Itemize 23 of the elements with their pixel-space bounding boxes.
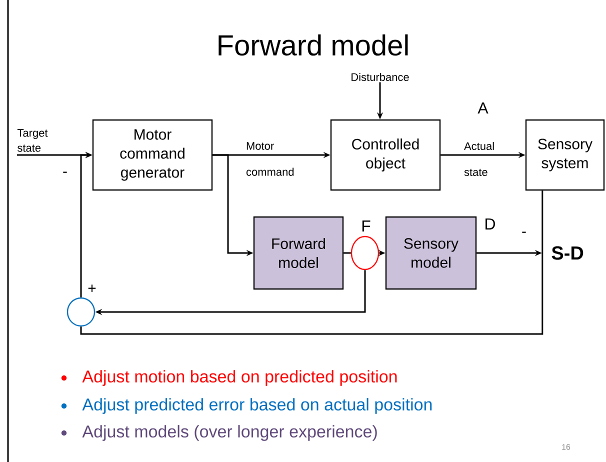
title: Forward model bbox=[218, 34, 408, 56]
edge-label: Actual state bbox=[464, 142, 494, 176]
point-letter: A bbox=[478, 102, 488, 114]
input-label: Disturbance bbox=[352, 72, 409, 82]
input-label: Target state bbox=[17, 129, 48, 152]
summing-circle bbox=[350, 236, 380, 270]
sign-label: - bbox=[63, 172, 67, 173]
bullet-item: Adjust predicted error based on actual position bbox=[61, 398, 432, 414]
process-box: Sensory system bbox=[525, 119, 605, 191]
sign-label: - bbox=[522, 232, 526, 233]
process-box: Forward model bbox=[253, 216, 344, 290]
point-letter: F bbox=[362, 220, 370, 232]
sign-label: + bbox=[88, 284, 96, 292]
bullet-item: Adjust models (over longer experience) bbox=[61, 425, 377, 441]
process-box: Motor command generator bbox=[92, 119, 213, 191]
process-box: Sensory model bbox=[385, 216, 477, 290]
edge-label: Motor command bbox=[246, 142, 294, 176]
process-box: Controlled object bbox=[330, 119, 441, 191]
summing-circle bbox=[66, 297, 96, 327]
bullet-item: Adjust motion based on predicted position bbox=[61, 370, 397, 386]
point-letter: D bbox=[486, 218, 496, 230]
signal-label: S-D bbox=[552, 246, 584, 260]
page-number: 16 bbox=[562, 444, 570, 450]
